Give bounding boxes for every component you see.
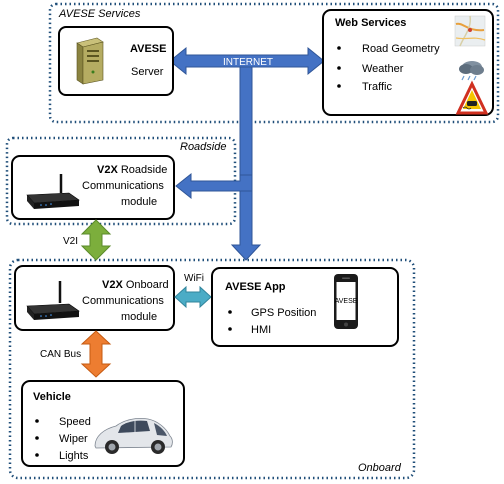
router-icon (26, 281, 80, 320)
weather-icon (459, 61, 484, 81)
web-service-item: Traffic (362, 81, 392, 93)
bullet-icon (35, 436, 39, 440)
vehicle-title: Vehicle (33, 391, 71, 403)
web-services-node (322, 9, 494, 116)
web-service-item: Road Geometry (362, 43, 440, 55)
internet-arrow (169, 46, 325, 261)
app-title: AVESE App (225, 281, 286, 293)
web-services-title: Web Services (335, 17, 406, 29)
app-item: GPS Position (251, 307, 316, 319)
vehicle-item: Lights (59, 450, 89, 462)
zone-onboard (8, 258, 416, 480)
bullet-icon (337, 84, 341, 88)
obu-line2: Communications (82, 295, 164, 307)
map-icon (454, 15, 486, 47)
vehicle-item: Speed (59, 416, 91, 428)
bullet-icon (228, 310, 232, 314)
router-icon (26, 174, 80, 209)
rsu-line3: module (121, 196, 157, 208)
app-item: HMI (251, 324, 271, 336)
bullet-icon (337, 46, 341, 50)
car-icon (94, 418, 173, 454)
v2i-label: V2I (63, 236, 78, 247)
wifi-label: WiFi (184, 273, 204, 284)
zone-services-label: AVESE Services (58, 8, 141, 20)
phone-screen-label: AVESE (335, 298, 358, 305)
v2i-arrow (80, 219, 112, 261)
bullet-icon (35, 453, 39, 457)
zone-roadside-label: Roadside (180, 141, 226, 153)
zone-services (48, 2, 500, 124)
traffic-warning-icon (455, 80, 489, 115)
rsu-title-rest: Roadside (118, 164, 168, 176)
zone-onboard-label: Onboard (358, 462, 402, 474)
server-icon (76, 37, 104, 85)
obu-title-bold: V2X (102, 279, 123, 291)
bullet-icon (228, 327, 232, 331)
smartphone-icon: AVESE (334, 274, 358, 329)
server-node (58, 26, 174, 96)
can-bus-arrow (80, 330, 112, 378)
web-service-item: Weather (362, 63, 404, 75)
obu-title-rest: Onboard (123, 279, 169, 291)
obu-line3: module (121, 311, 157, 323)
rsu-line2: Communications (82, 180, 164, 192)
rsu-title-bold: V2X (97, 164, 118, 176)
can-bus-label: CAN Bus (40, 349, 81, 360)
vehicle-item: Wiper (59, 433, 88, 445)
obu-title: V2X Onboard (102, 279, 169, 291)
wifi-arrow (174, 285, 212, 309)
rsu-title: V2X Roadside (97, 164, 167, 176)
server-subtitle: Server (131, 66, 164, 78)
internet-label: INTERNET (223, 57, 273, 68)
server-title: AVESE (130, 43, 166, 55)
bullet-icon (35, 419, 39, 423)
bullet-icon (337, 66, 341, 70)
